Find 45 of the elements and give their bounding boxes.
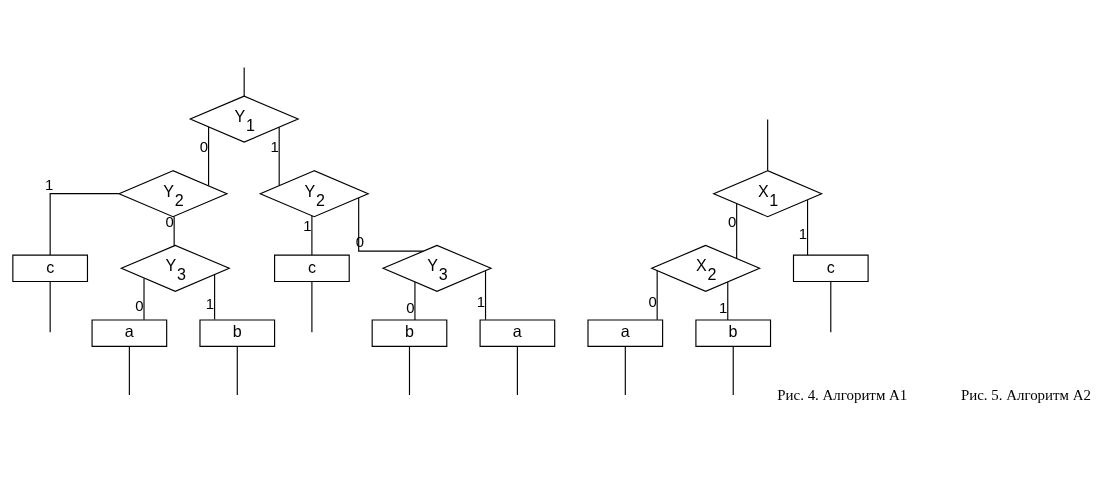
connector	[243, 66, 245, 97]
node-box: c	[12, 254, 89, 282]
connector	[484, 270, 487, 320]
connector	[49, 192, 120, 256]
node-box: b	[371, 318, 448, 347]
label: Рис. 5. Алгоритм А2	[960, 386, 1091, 403]
connector	[408, 345, 411, 396]
connector	[143, 277, 145, 320]
edge-label: 1	[205, 294, 215, 312]
connector	[236, 345, 238, 396]
edge-label: 1	[45, 175, 54, 193]
connector	[624, 345, 626, 396]
connector	[656, 270, 658, 320]
connector	[830, 280, 832, 333]
edge-label: 1	[476, 292, 486, 310]
connector	[358, 196, 424, 252]
connector	[414, 281, 416, 320]
node-box: a	[91, 318, 168, 347]
edge-label: 0	[406, 298, 415, 316]
edge-label: 1	[798, 224, 808, 242]
label: Рис. 4. Алгоритм А1	[777, 386, 908, 403]
connector	[767, 118, 769, 171]
connector	[278, 126, 280, 186]
connector	[214, 273, 216, 320]
edge-label: 1	[719, 298, 728, 316]
node-box: a	[587, 318, 664, 347]
connector	[311, 280, 313, 333]
node-box: a	[479, 318, 556, 347]
node-box: b	[695, 318, 772, 347]
node-box: c	[792, 254, 869, 282]
connector	[128, 345, 130, 396]
connector	[311, 214, 313, 255]
connector	[736, 202, 738, 259]
edge-label: 0	[135, 296, 144, 314]
node-box: b	[199, 318, 276, 347]
edge-label: 0	[648, 292, 657, 310]
connector	[732, 345, 734, 396]
connector	[516, 345, 518, 396]
connector	[806, 199, 809, 256]
connector	[49, 280, 51, 333]
connector	[727, 281, 729, 320]
edge-label: 1	[303, 216, 312, 234]
connector	[173, 215, 175, 246]
node-box: c	[274, 254, 350, 282]
connector	[208, 126, 210, 186]
